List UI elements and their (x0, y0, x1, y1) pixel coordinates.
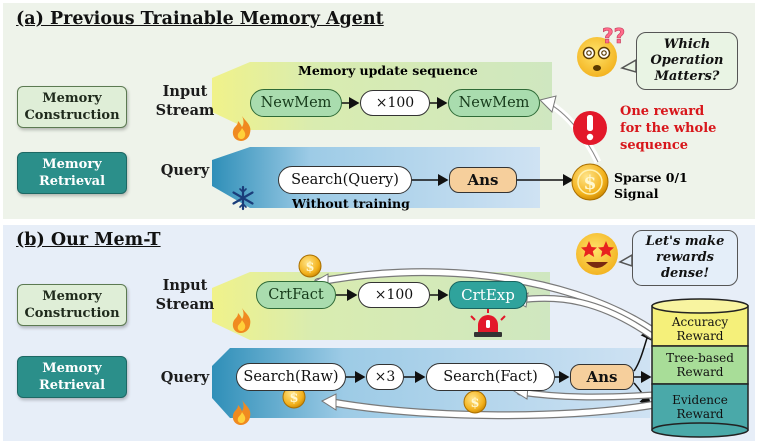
coin-icon: $ (571, 163, 609, 201)
tree-based-reward: Tree-based Reward (666, 351, 734, 379)
node-x3: ×3 (366, 364, 404, 390)
panel-b-title: (b) Our Mem-T (16, 230, 161, 250)
dense-rewards-bubble: Let's make rewards dense! (632, 230, 738, 286)
which-operation-bubble: Which Operation Matters? (636, 32, 738, 90)
panel-a-memory-retrieval: Memory Retrieval (17, 152, 127, 194)
svg-text:$: $ (470, 396, 479, 411)
memory-update-sequence-label: Memory update sequence (298, 63, 478, 78)
fire-icon (232, 308, 251, 333)
fire-icon (232, 116, 251, 141)
node-ans-b: Ans (570, 364, 634, 390)
reward-cylinder (651, 298, 749, 438)
node-search-query: Search(Query) (278, 166, 412, 194)
evidence-reward: Evidence Reward (672, 393, 728, 421)
one-reward-label: One reward for the whole sequence (620, 104, 717, 153)
node-newmem-1: NewMem (250, 89, 342, 117)
node-ans-a: Ans (449, 167, 517, 193)
node-crtexp: CrtExp (449, 281, 527, 309)
fire-icon (232, 400, 251, 425)
exclamation-icon (573, 111, 607, 145)
without-training-label: Without training (292, 196, 410, 211)
svg-text:$: $ (289, 391, 298, 406)
node-x100-b: ×100 (358, 282, 430, 308)
node-x100: ×100 (360, 90, 430, 116)
panel-b-memory-construction: Memory Construction (17, 284, 127, 326)
panel-b-query-label: Query (160, 368, 210, 386)
confused-emoji-icon: ?? (577, 24, 626, 77)
svg-text:$: $ (583, 172, 596, 194)
siren-icon (470, 309, 506, 337)
coin-icon: $ (282, 385, 306, 409)
star-eyes-emoji-icon (576, 233, 618, 275)
panel-b-input-stream-label: Input Stream (155, 277, 215, 313)
node-search-raw: Search(Raw) (236, 363, 346, 391)
accuracy-reward: Accuracy Reward (671, 315, 729, 343)
snowflake-icon (232, 185, 254, 211)
coin-icon: $ (298, 254, 322, 278)
panel-a-query-label: Query (160, 161, 210, 179)
panel-a-memory-construction: Memory Construction (17, 86, 127, 128)
node-crtfact: CrtFact (256, 281, 336, 309)
node-search-fact: Search(Fact) (426, 363, 555, 391)
panel-a-title: (a) Previous Trainable Memory Agent (16, 9, 384, 29)
sparse-signal-label: Sparse 0/1 Signal (614, 170, 688, 201)
panel-b-memory-retrieval: Memory Retrieval (17, 356, 127, 398)
svg-text:$: $ (305, 260, 314, 275)
panel-a-input-stream-label: Input Stream (155, 83, 215, 119)
svg-text:??: ?? (602, 24, 625, 48)
coin-icon: $ (463, 390, 487, 414)
node-newmem-2: NewMem (448, 89, 540, 117)
reward-feedback-arrows (314, 268, 656, 420)
